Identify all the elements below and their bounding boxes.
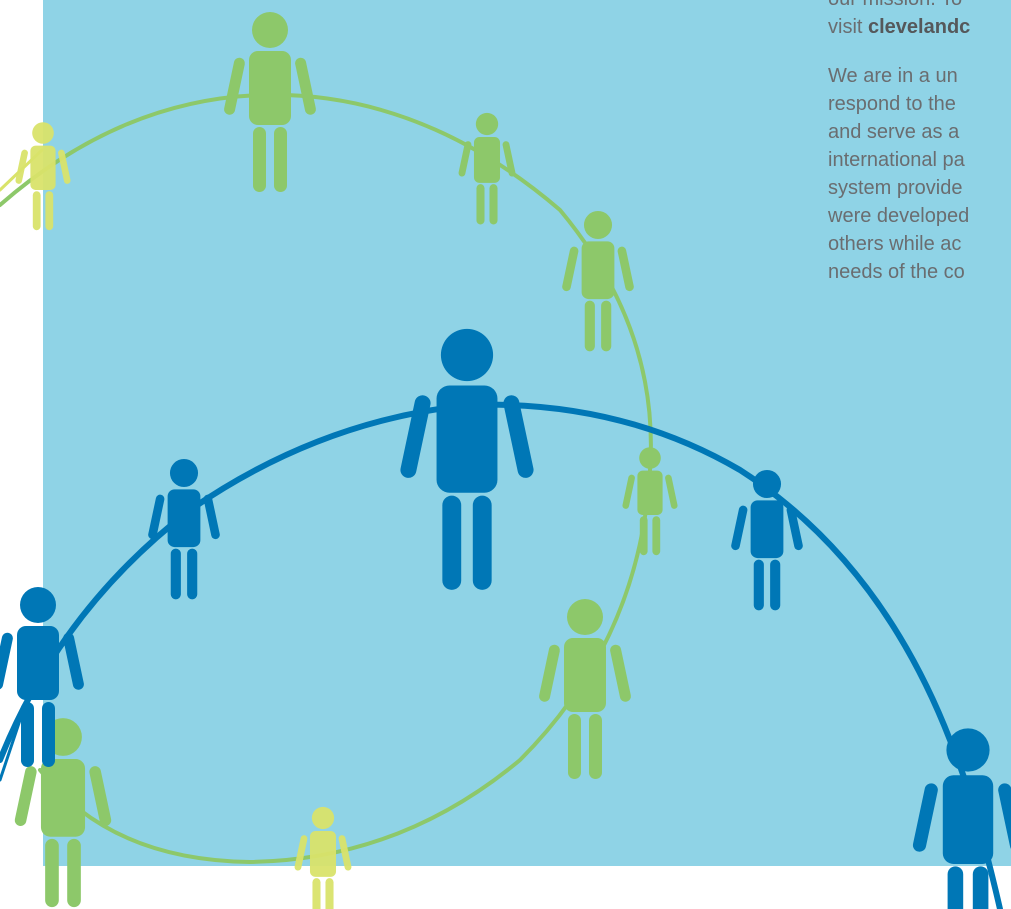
paragraph-2: We are in a un respond to the and serve … [828,62,1011,286]
person-figure [147,458,221,600]
green-figures [13,12,679,908]
person-figure [14,122,72,231]
text-line: visit clevelandc [828,13,1011,41]
text-line: international pa [828,149,965,171]
paragraph-1: our mission. To visit clevelandc [828,0,1011,41]
text-line: system provide [828,177,963,199]
person-figure [730,469,804,611]
person-figure [223,12,317,192]
text-fragment: visit [828,16,868,38]
blue-figures [0,328,1011,909]
green-circle-line [0,92,653,865]
person-figure [398,328,536,590]
body-copy: our mission. To visit clevelandc We are … [828,0,1011,286]
text-line: We are in a un [828,65,958,87]
text-line: others while ac [828,233,962,255]
person-figure [538,599,632,779]
text-line: needs of the co [828,261,965,283]
text-line: respond to the [828,93,956,115]
background-panel [43,0,1011,866]
text-line: were developed [828,205,970,227]
blue-circle-line [0,401,1003,909]
text-line: and serve as a [828,121,960,143]
person-figure [621,447,679,556]
person-figure [561,210,635,352]
person-figure [293,806,353,909]
text-line: our mission. To [828,0,1011,13]
blue-line-left [0,718,22,782]
website-link[interactable]: clevelandc [868,16,971,38]
